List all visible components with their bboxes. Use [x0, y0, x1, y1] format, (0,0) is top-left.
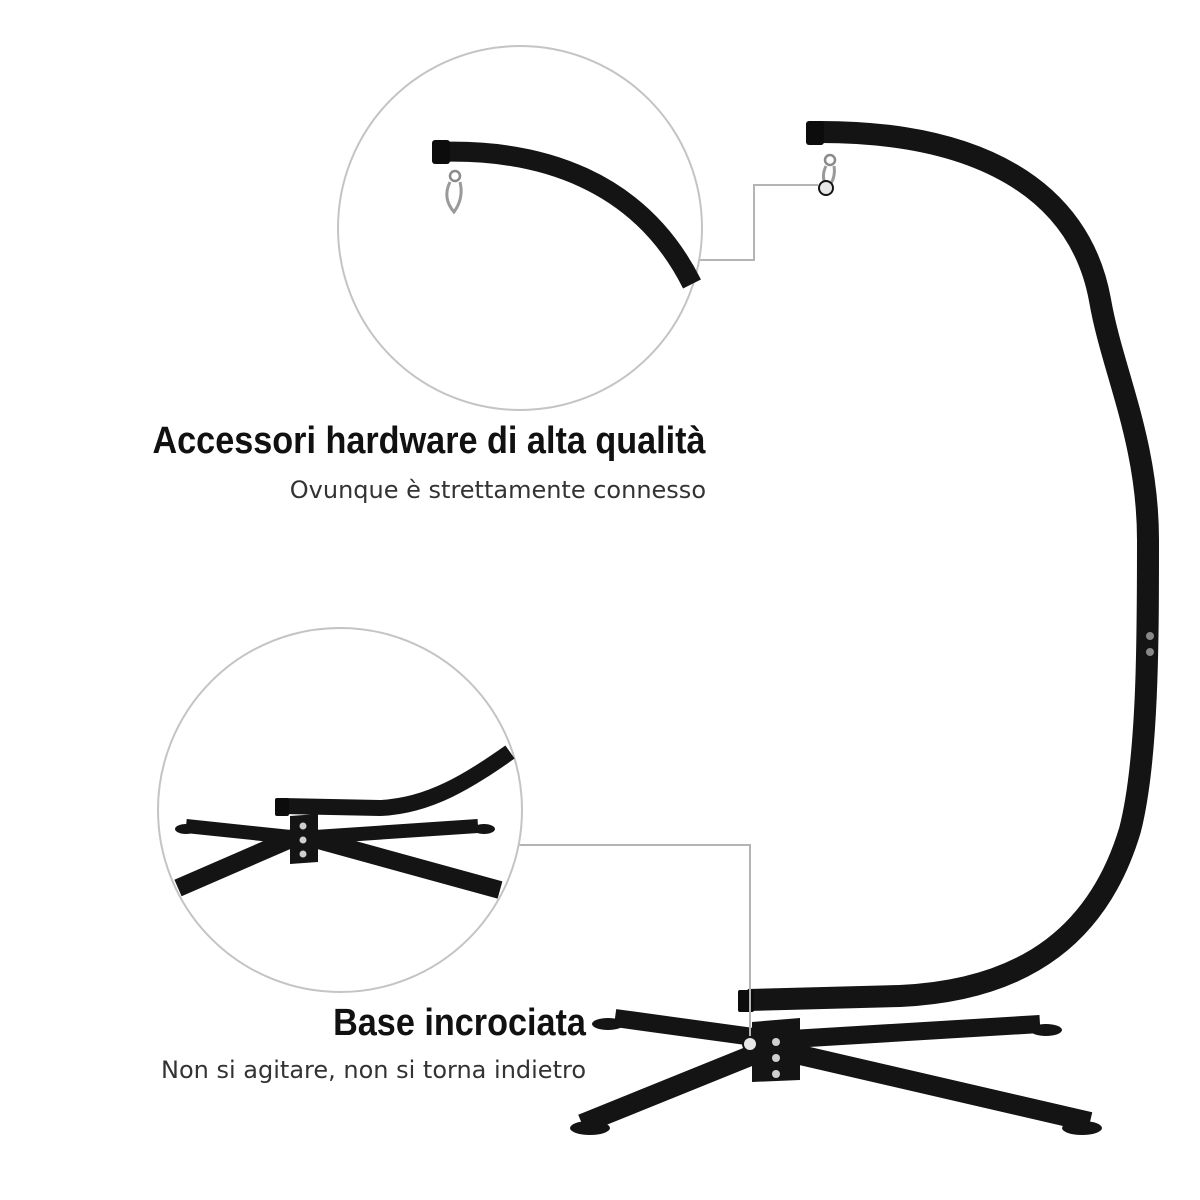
base-center-plate — [752, 1018, 800, 1082]
cross-base — [570, 1009, 1102, 1135]
feature-subtitle-hardware: Ovunque è strettamente connesso — [289, 476, 706, 504]
zoom-circle-hook-detail — [337, 45, 703, 411]
hammock-chair-stand — [570, 120, 1160, 1135]
callout-line-top — [690, 180, 834, 261]
callout-line-bottom — [518, 844, 758, 1052]
tube-bolt — [1146, 648, 1154, 656]
base-bolt — [772, 1054, 780, 1062]
tube-bolt — [1146, 632, 1154, 640]
c-frame-tube — [747, 120, 1160, 1011]
zoom-circle-base-detail — [157, 627, 523, 993]
base-foot-pad — [1030, 1024, 1062, 1036]
base-foot-pad — [570, 1121, 610, 1135]
feature-title-hardware: Accessori hardware di alta qualità — [152, 420, 706, 462]
base-bolt — [772, 1070, 780, 1078]
base-leg — [578, 1038, 1093, 1134]
base-leg — [613, 1009, 1041, 1049]
top-end-cap — [806, 121, 824, 145]
base-foot-pad — [592, 1018, 624, 1030]
base-foot-pad — [1062, 1121, 1102, 1135]
feature-title-base: Base incrociata — [333, 1002, 586, 1044]
feature-subtitle-base: Non si agitare, non si torna indietro — [161, 1056, 586, 1084]
bottom-end-cap — [738, 990, 754, 1012]
base-bolt — [772, 1038, 780, 1046]
